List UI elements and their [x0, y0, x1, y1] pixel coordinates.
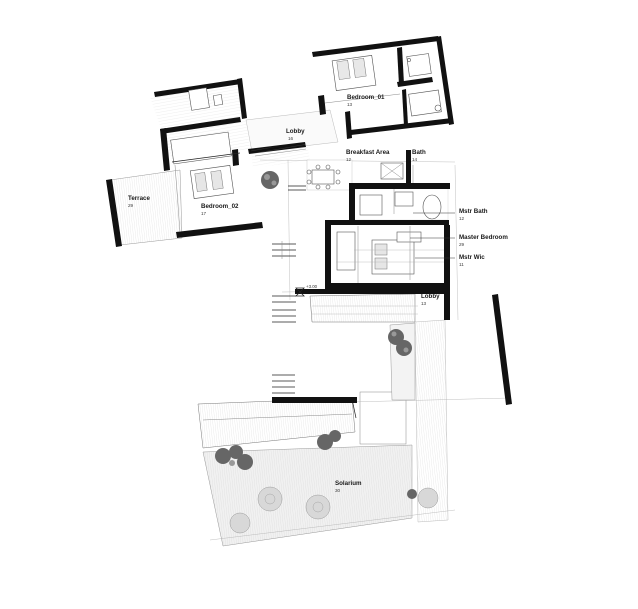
room-area-mstr-bath: 12: [459, 216, 465, 221]
bath-room: [380, 150, 414, 185]
room-area-bedroom-02: 17: [201, 211, 207, 216]
room-label-mstr-bath: Mstr Bath: [459, 208, 488, 215]
deck-strip: [389, 319, 449, 523]
room-label-master-bedroom: Master Bedroom: [459, 234, 508, 241]
room-area-terrace: 29: [128, 203, 134, 208]
room-label-mstr-wic: Mstr Wic: [459, 254, 485, 261]
terrace-zone: [106, 169, 183, 247]
room-area-solarium: 30: [335, 488, 341, 493]
room-area-master-bedroom: 29: [459, 242, 465, 247]
room-label-solarium: Solarium: [335, 480, 362, 487]
breakfast-area: [288, 159, 353, 191]
tree-icon: [229, 512, 251, 534]
room-label-lobby-upper: Lobby: [286, 128, 305, 135]
room-label-bath: Bath: [412, 149, 426, 156]
tree-icon: [261, 171, 279, 189]
room-area-mstr-wic: 11: [459, 262, 464, 267]
bedroom-01-block: [312, 36, 454, 140]
room-label-breakfast: Breakfast Area: [346, 149, 390, 156]
bedroom-02-block: [150, 78, 263, 238]
chairs-south: [272, 374, 295, 394]
room-area-bedroom-01: 13: [347, 102, 353, 107]
tree-icon: [257, 486, 331, 520]
room-area-breakfast: 12: [346, 157, 352, 162]
room-label-bedroom-02: Bedroom_02: [201, 203, 239, 210]
chairs-west-1: [272, 241, 296, 259]
trees: [215, 171, 439, 534]
tree-icon: [407, 487, 439, 509]
level-marker-icon: [295, 287, 305, 297]
upper-lobby: [245, 109, 339, 168]
tree-icon: [215, 445, 253, 470]
level-mark-text: +3.00: [306, 284, 318, 289]
room-area-bath: 14: [412, 157, 418, 162]
solarium-zone: [202, 391, 413, 547]
room-area-lobby-upper: 16: [288, 136, 294, 141]
room-label-lobby-lower: Lobby: [421, 293, 440, 300]
stair-lobby: [309, 293, 416, 323]
stair-solarium: [197, 397, 357, 449]
room-label-terrace: Terrace: [128, 195, 150, 202]
tree-icon: [388, 329, 412, 356]
exterior-elements: [272, 241, 512, 405]
room-area-lobby-lower: 13: [421, 301, 427, 306]
room-labels: Bedroom_01 13 Lobby 16 Breakfast Area 12…: [128, 94, 508, 493]
tree-icon: [317, 430, 341, 450]
lower-lobby: [295, 289, 449, 315]
master-suite: [325, 183, 455, 320]
chairs-west-2: [272, 295, 296, 323]
room-label-bedroom-01: Bedroom_01: [347, 94, 385, 101]
